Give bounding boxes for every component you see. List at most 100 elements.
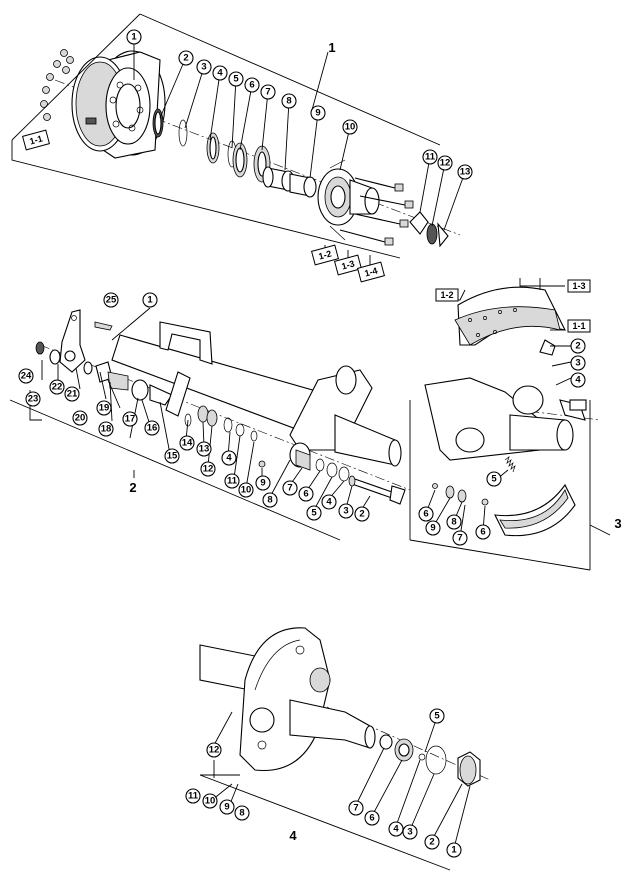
svg-text:17: 17 xyxy=(125,414,136,425)
callout-4-1: 1 xyxy=(446,842,462,858)
svg-text:10: 10 xyxy=(205,796,216,807)
callout-1-4: 4 xyxy=(212,65,228,81)
hub-cap-parts xyxy=(409,211,449,248)
svg-text:1-4: 1-4 xyxy=(363,265,378,278)
callout-2-12: 12 xyxy=(200,461,216,477)
svg-text:20: 20 xyxy=(75,413,86,424)
callout-2-15: 15 xyxy=(164,448,180,464)
callout-3-4: 4 xyxy=(570,372,586,388)
callout-3-6b: 6 xyxy=(475,524,491,540)
callout-2-23: 23 xyxy=(25,391,41,407)
callout-1-9: 9 xyxy=(310,105,326,121)
callout-1-1: 1 xyxy=(126,29,142,45)
callout-2-3: 3 xyxy=(338,503,354,519)
svg-text:3: 3 xyxy=(575,358,580,369)
callout-2-4: 4 xyxy=(321,494,337,510)
svg-text:7: 7 xyxy=(287,483,292,494)
callout-2-19: 19 xyxy=(96,400,112,416)
return-spring-pins xyxy=(432,339,556,506)
svg-text:12: 12 xyxy=(203,464,214,475)
callout-2-10: 10 xyxy=(238,482,254,498)
callout-4-6: 6 xyxy=(364,810,380,826)
callout-2-7: 7 xyxy=(282,480,298,496)
svg-text:8: 8 xyxy=(286,96,291,107)
svg-text:5: 5 xyxy=(491,474,497,485)
callout-2-24: 24 xyxy=(18,368,34,384)
callout-2-5: 5 xyxy=(306,505,322,521)
svg-text:11: 11 xyxy=(188,791,199,802)
wheel-studs xyxy=(339,177,414,246)
svg-text:16: 16 xyxy=(147,423,158,434)
svg-text:6: 6 xyxy=(423,509,428,520)
box-3-1-1: 1-1 xyxy=(567,319,591,333)
svg-text:7: 7 xyxy=(457,533,462,544)
group-label-4: 4 xyxy=(289,828,297,843)
axle-beam xyxy=(111,321,402,468)
box-1-4: 1-4 xyxy=(356,261,386,283)
callout-1-7: 7 xyxy=(260,84,276,100)
svg-text:13: 13 xyxy=(460,167,471,178)
callout-3-8: 8 xyxy=(446,514,462,530)
svg-text:4: 4 xyxy=(326,497,332,508)
svg-text:13: 13 xyxy=(199,444,210,455)
callout-3-3: 3 xyxy=(570,355,586,371)
svg-text:19: 19 xyxy=(99,403,110,414)
callout-2-1: 1 xyxy=(142,292,158,308)
svg-text:5: 5 xyxy=(434,711,440,722)
svg-text:12: 12 xyxy=(440,158,451,169)
bearing-cones xyxy=(262,166,317,198)
callout-2-11: 11 xyxy=(224,473,240,489)
svg-text:9: 9 xyxy=(260,478,265,489)
callout-3-7: 7 xyxy=(452,530,468,546)
group-label-2: 2 xyxy=(129,480,136,495)
callout-2-17: 17 xyxy=(122,411,138,427)
callout-2-2: 2 xyxy=(354,506,370,522)
svg-text:11: 11 xyxy=(227,476,238,487)
slack-adjuster xyxy=(35,309,113,373)
svg-text:3: 3 xyxy=(201,62,206,73)
callout-3-5: 5 xyxy=(486,471,502,487)
callout-1-3: 3 xyxy=(196,59,212,75)
callout-4-9: 9 xyxy=(219,799,235,815)
callout-1-10: 10 xyxy=(342,119,358,135)
svg-text:11: 11 xyxy=(425,152,436,163)
svg-text:6: 6 xyxy=(369,813,374,824)
svg-text:8: 8 xyxy=(239,808,244,819)
brake-drum xyxy=(71,50,166,159)
box-3-1-2: 1-2 xyxy=(435,288,459,302)
svg-text:6: 6 xyxy=(249,80,254,91)
svg-text:14: 14 xyxy=(182,438,193,449)
group-2-leaders xyxy=(9,307,371,541)
callout-2-14: 14 xyxy=(179,435,195,451)
svg-text:4: 4 xyxy=(226,453,232,464)
svg-text:12: 12 xyxy=(209,745,220,756)
callout-1-13: 13 xyxy=(457,164,473,180)
svg-text:4: 4 xyxy=(393,824,399,835)
box-1-1: 1-1 xyxy=(21,129,51,151)
svg-text:1-1: 1-1 xyxy=(572,321,585,331)
svg-text:1: 1 xyxy=(451,845,457,856)
svg-text:5: 5 xyxy=(233,74,239,85)
svg-text:1-1: 1-1 xyxy=(28,133,43,146)
callout-2-25: 25 xyxy=(103,292,119,308)
svg-text:10: 10 xyxy=(345,122,356,133)
backing-plate xyxy=(239,627,331,772)
svg-text:8: 8 xyxy=(267,495,272,506)
callout-2-6: 6 xyxy=(298,486,314,502)
svg-text:25: 25 xyxy=(106,295,117,306)
callout-2-8: 8 xyxy=(262,492,278,508)
callout-1-12: 12 xyxy=(437,155,453,171)
svg-text:2: 2 xyxy=(359,509,364,520)
callout-2-22: 22 xyxy=(49,379,65,395)
group-1-leaders xyxy=(11,13,466,266)
callout-4-2: 2 xyxy=(424,834,440,850)
svg-text:9: 9 xyxy=(430,523,435,534)
svg-text:23: 23 xyxy=(28,394,39,405)
callout-4-8: 8 xyxy=(234,805,250,821)
callout-4-12: 12 xyxy=(206,742,222,758)
cam-bracket-parts xyxy=(83,361,191,417)
callout-4-10: 10 xyxy=(202,793,218,809)
group-2-axle-cam: 25 1 24 23 22 21 20 19 18 17 16 15 14 13… xyxy=(9,292,411,541)
svg-text:8: 8 xyxy=(451,517,456,528)
callout-1-2: 2 xyxy=(178,50,194,66)
